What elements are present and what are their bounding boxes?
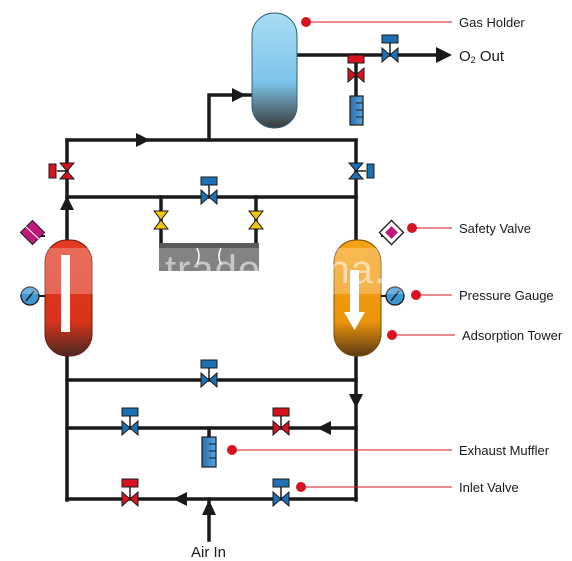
callout-safety-valve: Safety Valve [407, 221, 531, 236]
pressure-gauge-right-icon [381, 286, 405, 306]
arrow-left-exhaust-line [317, 421, 331, 435]
valve-outlet-branch-icon [347, 54, 365, 84]
label-pressure-gauge: Pressure Gauge [459, 288, 554, 303]
callout-adsorption-tower: Adsorption Tower [387, 328, 563, 343]
outlet-meter-icon [349, 95, 364, 126]
safety-valve-left-icon [19, 219, 46, 246]
gas-holder-tank [251, 12, 298, 129]
adsorption-tower-left [44, 239, 93, 357]
callout-pressure-gauge: Pressure Gauge [411, 288, 554, 303]
label-gas-holder: Gas Holder [459, 15, 525, 30]
valve-exhaust-right-icon [272, 407, 290, 437]
watermark-text: trade.china.cn [165, 248, 430, 292]
balance-chamber [159, 243, 259, 271]
flow-indicator-up [61, 255, 70, 332]
arrow-left-inlet-line [173, 492, 187, 506]
label-o2-out: O2 Out [459, 48, 505, 65]
label-inlet-valve: Inlet Valve [459, 480, 519, 495]
valve-top-right-icon [347, 162, 375, 180]
flow-indicator-down [350, 270, 359, 315]
arrow-up-air-in [202, 500, 216, 515]
label-exhaust-muffler: Exhaust Muffler [459, 443, 550, 458]
callouts: Gas Holder O2 Out Safety Valve Pressure … [191, 15, 563, 561]
valve-inlet-right-icon [272, 478, 290, 508]
adsorption-tower-right [333, 239, 382, 357]
yellow-valve-left-icon [152, 210, 170, 230]
flow-arrows [60, 47, 452, 515]
valve-exhaust-left-icon [121, 407, 139, 437]
arrow-up-left-tower [60, 196, 74, 210]
yellow-balance-valves [152, 210, 265, 271]
callout-inlet-valve: Inlet Valve [296, 480, 519, 495]
arrow-right-top-header [136, 133, 150, 147]
pressure-gauge-left-icon [20, 286, 45, 306]
arrow-down-right-main [349, 394, 363, 408]
exhaust-muffler-icon [201, 436, 217, 468]
valve-top-left-icon [48, 162, 76, 180]
watermark: trade.china.cn [0, 248, 572, 294]
label-adsorption-tower: Adsorption Tower [462, 328, 563, 343]
yellow-valve-right-icon [247, 210, 265, 230]
arrow-right-o2-out [436, 47, 452, 63]
valve-upper-balance-icon [200, 176, 218, 206]
arrow-right-to-gas-holder [232, 88, 246, 102]
valve-lower-balance-icon [200, 359, 218, 389]
callout-gas-holder: Gas Holder [301, 15, 525, 30]
safety-valve-right-icon [378, 219, 405, 246]
label-safety-valve: Safety Valve [459, 221, 531, 236]
valves [48, 34, 399, 508]
callout-exhaust-muffler: Exhaust Muffler [227, 443, 550, 458]
piping [65, 53, 440, 542]
valve-o2-out-icon [381, 34, 399, 64]
callout-o2-out: O2 Out [459, 48, 505, 65]
valve-inlet-left-icon [121, 478, 139, 508]
label-air-in: Air In [191, 544, 226, 561]
